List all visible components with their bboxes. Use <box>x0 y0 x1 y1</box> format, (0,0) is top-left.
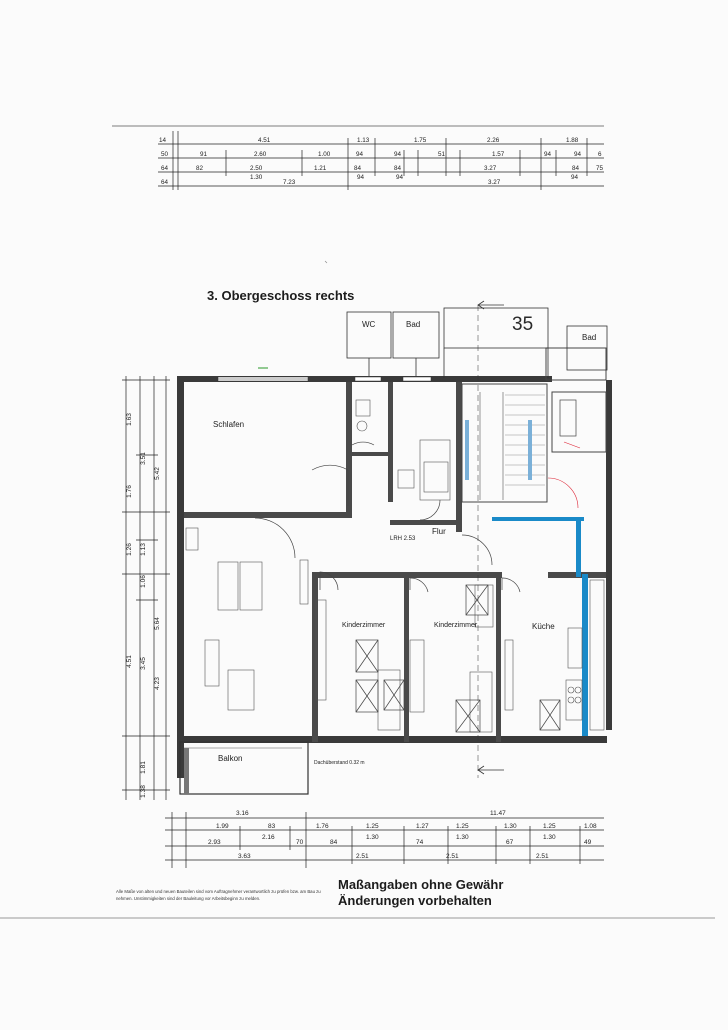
svg-text:94: 94 <box>394 151 402 158</box>
house-number: 35 <box>512 314 534 335</box>
svg-text:50: 50 <box>161 151 169 158</box>
svg-text:94: 94 <box>544 151 552 158</box>
svg-text:3.27: 3.27 <box>484 165 497 172</box>
room-label-schlafen: Schlafen <box>213 420 245 429</box>
room-label-bad-right: Bad <box>582 333 597 342</box>
svg-text:2.60: 2.60 <box>254 151 267 158</box>
svg-text:1.21: 1.21 <box>314 165 327 172</box>
svg-text:1.88: 1.88 <box>566 137 579 144</box>
dachueberstand-label: Dachüberstand 0.32 m <box>314 760 365 766</box>
svg-text:1.75: 1.75 <box>414 137 427 144</box>
svg-text:94: 94 <box>571 174 579 181</box>
svg-text:14: 14 <box>159 137 167 144</box>
left-dimension-labels: 1.63 5.42 3.51 1.76 1.26 1.13 1.06 5.64 … <box>125 413 161 798</box>
svg-text:84: 84 <box>354 165 362 172</box>
room-label-kueche: Küche <box>532 622 555 631</box>
disclaimer-line-1: Maßangaben ohne Gewähr <box>338 877 504 892</box>
room-label-wc: WC <box>362 320 376 329</box>
svg-text:64: 64 <box>161 179 169 186</box>
svg-text:94: 94 <box>357 174 365 181</box>
svg-text:1.57: 1.57 <box>492 151 505 158</box>
room-label-bad: Bad <box>406 320 421 329</box>
svg-text:91: 91 <box>200 151 208 158</box>
lrh-label: LRH 2.53 <box>390 536 416 542</box>
disclaimer-line-2: Änderungen vorbehalten <box>338 893 492 908</box>
svg-text:84: 84 <box>394 165 402 172</box>
svg-text:94: 94 <box>396 174 404 181</box>
svg-text:75: 75 <box>596 165 604 172</box>
floor-plan <box>122 300 612 868</box>
svg-text:94: 94 <box>356 151 364 158</box>
svg-text:82: 82 <box>196 165 204 172</box>
room-label-kinderzimmer-1: Kinderzimmer <box>342 622 386 629</box>
svg-text:6: 6 <box>598 151 602 158</box>
room-label-balkon: Balkon <box>218 754 243 763</box>
svg-text:1.30: 1.30 <box>250 174 263 181</box>
svg-text:1.13: 1.13 <box>357 137 370 144</box>
top-dimension-chain <box>158 131 604 190</box>
svg-text:2.50: 2.50 <box>250 165 263 172</box>
plan-title: 3. Obergeschoss rechts <box>207 288 355 303</box>
svg-text:7.23: 7.23 <box>283 179 296 186</box>
room-label-kinderzimmer-2: Kinderzimmer <box>434 622 478 629</box>
svg-text:84: 84 <box>572 165 580 172</box>
responsibility-note: Alle Maße von alten und neuen Bauteilen … <box>116 889 321 901</box>
svg-text:2.26: 2.26 <box>487 137 500 144</box>
svg-text:1.00: 1.00 <box>318 151 331 158</box>
svg-text:3.27: 3.27 <box>488 179 501 186</box>
top-dim-0: 4.51 <box>258 137 271 144</box>
room-label-flur: Flur <box>432 527 446 536</box>
svg-text:51: 51 <box>438 151 446 158</box>
svg-text:94: 94 <box>574 151 582 158</box>
svg-text:64: 64 <box>161 165 169 172</box>
